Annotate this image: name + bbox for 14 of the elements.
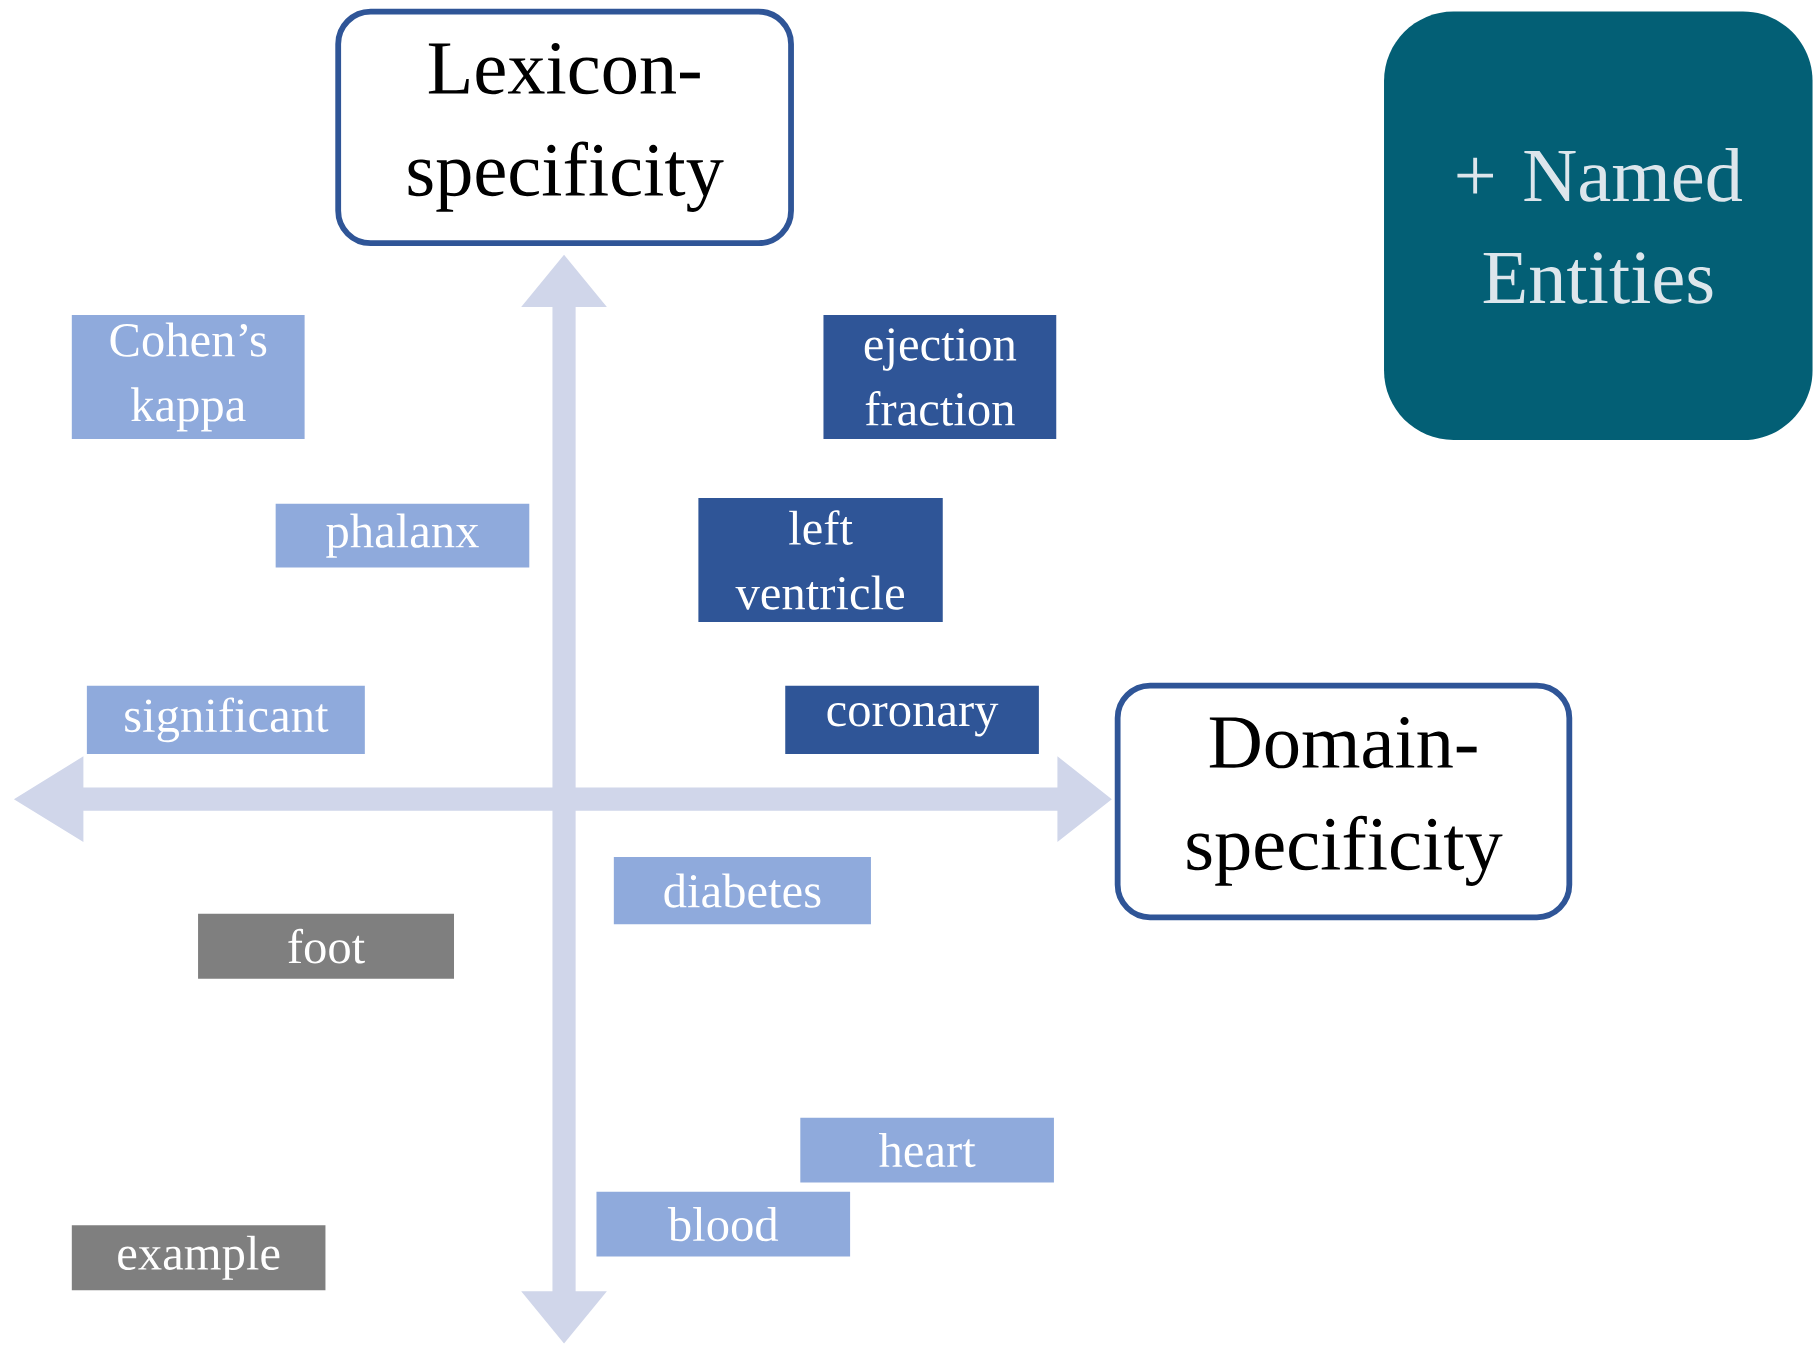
axis-label-box: Domain- specificity: [1114, 682, 1573, 921]
term-box: diabetes: [613, 857, 871, 925]
term-box: heart: [800, 1117, 1054, 1183]
term-box: Cohen’s kappa: [71, 315, 305, 439]
category-box: + Named Entities: [1384, 11, 1813, 441]
term-box: left ventricle: [698, 498, 943, 622]
term-box: foot: [198, 913, 454, 979]
term-box: ejection fraction: [823, 315, 1057, 439]
term-box: example: [71, 1225, 326, 1291]
term-box: significant: [86, 685, 365, 754]
term-box: phalanx: [275, 503, 530, 568]
term-box: blood: [596, 1191, 851, 1257]
axis-label-box: Lexicon- specificity: [335, 8, 794, 247]
term-box: coronary: [785, 685, 1039, 754]
